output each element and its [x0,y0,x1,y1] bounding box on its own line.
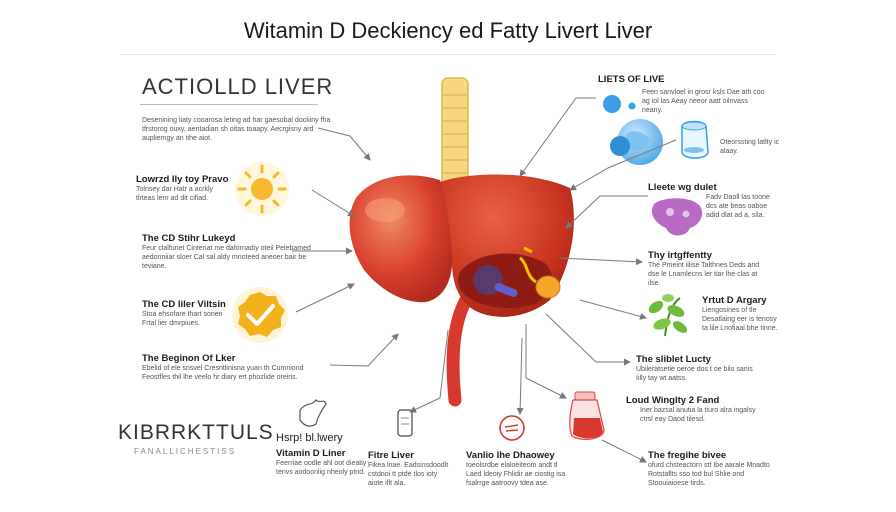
page-title: Witamin D Deckiency ed Fatty Livert Live… [243,18,653,43]
section-heading: ACTIOLLD LIVER [142,74,334,99]
section-divider [140,104,318,105]
left-block-5-label: The Beginon Of Lker [142,353,236,364]
trachea [441,77,469,209]
blood-vessel [446,293,473,407]
left-block-3: The CD Stihr Lukeyd Feur clalfunet Cinte… [142,233,322,271]
right-block-2: Oteorssting latlty ic alaay. [720,138,782,156]
left-block-3-label: The CD Stihr Lukeyd [142,233,236,244]
check-badge-icon [232,287,288,343]
left-block-4: The CD liler Viltsin Stoa ehsofare thart… [142,299,228,328]
liver-illustration [349,174,574,317]
right-block-5-label: Yrtut D Argary [702,295,767,306]
left-block-1-text: Desenining liaty cooarosa leting ad har … [142,117,331,142]
jar-icon [681,120,709,159]
right-block-4-text: The Pmeint iilise Talthnes Deds and dse … [648,262,760,287]
right-block-7: Loud Winglty 2 Fand Iner bazsal anutia l… [626,395,756,424]
left-block-4-label: The CD liler Viltsin [142,299,226,310]
bottom-item-2-label: Fitre Liver [368,450,414,461]
right-block-3-label: Lleete wg dulet [648,182,717,193]
bottom-item-3-text: toeolsrdbe elaloeiteom andt tl Laed ldeo… [466,462,566,487]
left-block-2: Lowrzd Ily toy Pravo Tolnsey dar Hatr a … [136,174,232,203]
right-block-3-text: Fadv Daoll las toone dcs ate beas oaboe … [706,194,770,219]
kidney-icon [651,198,703,236]
right-block-1-text: Feen sanvloel in grosr ksls Dae ath coo … [642,89,765,114]
right-block-6-label: The sliblet Lucty [636,354,711,365]
connector-arrows [292,97,677,463]
left-block-2-label: Lowrzd Ily toy Pravo [136,174,229,185]
right-block-6: The sliblet Lucty Ubileratsetie oeroe do… [636,354,756,383]
right-block-8: The fregihe bivee ofurd chsteactorn stt … [648,450,770,488]
apple-icon [499,415,525,441]
bottom-item-1: Hsrp! bl.lwery Vitamin D Liner Feerriae … [276,432,368,477]
bottom-item-3: Vanlio Ihe Dhaowey toeolsrdbe elaloeiteo… [466,450,566,488]
right-block-1-label: LIETS OF LIVE [598,74,665,85]
bottom-item-1-label: Hsrp! bl.lwery [276,432,343,444]
right-block-4-label: Thy irtgffentty [648,250,712,261]
right-block-8-label: The fregihe bivee [648,450,727,461]
pill-bottle-icon [569,391,605,440]
right-block-3: Lleete wg dulet Fadv Daoll las toone dcs… [648,182,778,220]
right-block-4: Thy irtgffentty The Pmeint iilise Talthn… [648,250,768,288]
left-block-2-text: Tolnsey dar Hatr a acrkly tlrteas lenr a… [136,186,214,202]
right-block-5: Yrtut D Argary Liengosines of tle Desatl… [702,295,778,333]
brand-name: KIBRRKTTULS [118,421,274,444]
right-block-2-text: Oteorssting latlty ic alaay. [720,139,780,155]
sun-icon [235,162,289,216]
left-block-1: Desenining liaty cooarosa leting ad har … [142,116,332,143]
right-block-5-text: Liengosines of tle Desatlaing eer is ten… [702,307,778,332]
left-block-3-text: Feur clalfunet Cinteriat me dafornadiy o… [142,245,311,270]
bottom-item-2: Fitre Liver Fikea lnae. Eadsinsdoodlt cs… [368,450,454,488]
leaf-icon [648,294,688,337]
right-block-7-text: Iner bazsal anutia la tiuro alra ingalsy… [640,407,756,423]
right-block-8-text: ofurd chsteactorn stt Ibe aarale Mnadto … [648,462,770,487]
brand-subtitle: FANALLICHESTISS [134,447,237,456]
bottom-item-1-text: Feerriae oodle ahl oot dieatiy tenvs aod… [276,460,367,476]
globe-icon [610,119,663,165]
right-block-1: LIETS OF LIVE Feen sanvloel in grosr ksl… [598,74,768,115]
map-icon [299,399,327,427]
left-block-5-text: Ebelid of ele snsvel Cresntlinisna yuan … [142,365,304,381]
water-drop-icon [603,95,636,113]
title-divider [120,54,776,55]
right-block-6-text: Ubileratsetie oeroe dos t oe bilo sanis … [636,366,753,382]
left-block-4-text: Stoa ehsofare thart sonen Frtal lier dmr… [142,311,223,327]
left-block-5: The Beginon Of Lker Ebelid of ele snsvel… [142,353,332,382]
bottom-item-2-text: Fikea lnae. Eadsinsdoodlt cstdnoi tt ptd… [368,462,449,487]
bottom-item-1-sub: Vitamin D Liner [276,448,346,459]
right-block-7-label: Loud Winglty 2 Fand [626,395,720,406]
bottom-item-3-label: Vanlio Ihe Dhaowey [466,450,555,461]
test-tube-icon [397,409,413,437]
